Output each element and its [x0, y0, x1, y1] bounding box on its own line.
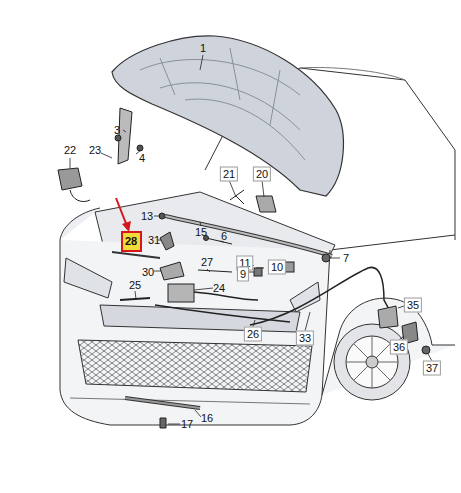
callout-number: 31 [146, 234, 162, 247]
callout-number: 15 [193, 226, 209, 239]
callout-number: 7 [341, 252, 351, 265]
callout-number: 20 [253, 167, 271, 182]
parts [58, 108, 430, 428]
callout-number: 24 [211, 282, 227, 295]
callout-number: 33 [296, 331, 314, 346]
callout-number: 4 [137, 152, 147, 165]
callout-number: 16 [199, 412, 215, 425]
callout-number: 17 [179, 418, 195, 431]
callout-number: 3 [112, 124, 122, 137]
callout-number: 35 [404, 298, 422, 313]
callout-number: 36 [390, 340, 408, 355]
callout-number: 26 [244, 327, 262, 342]
callout-number: 1 [198, 42, 208, 55]
callout-number: 23 [87, 144, 103, 157]
hood [112, 36, 343, 196]
callout-number: 9 [237, 267, 249, 282]
leader-lines [70, 55, 432, 424]
callout-number: 27 [199, 256, 215, 269]
highlight-arrow [116, 198, 131, 232]
callout-number: 28 [125, 236, 137, 247]
callout-number: 30 [140, 266, 156, 279]
callout-number: 25 [127, 279, 143, 292]
callout-number: 6 [219, 230, 229, 243]
callout-number: 22 [62, 144, 78, 157]
callout-number: 21 [220, 167, 238, 182]
callout-number: 10 [268, 260, 286, 275]
callout-number: 37 [423, 361, 441, 376]
highlighted-callout: 28 [121, 231, 142, 252]
callout-number: 13 [139, 210, 155, 223]
